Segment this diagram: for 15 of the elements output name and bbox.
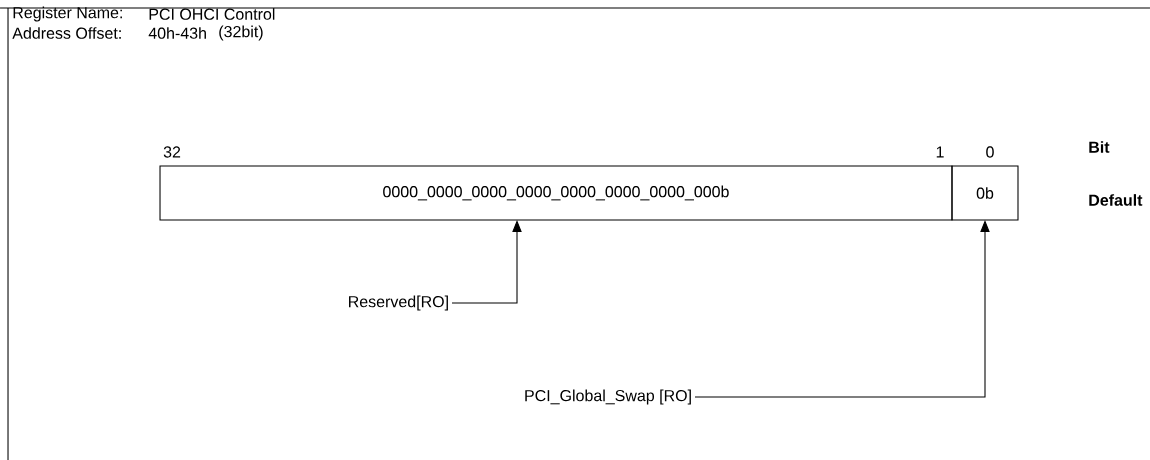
leader-arrow: [694, 220, 990, 398]
field-name: Reserved[RO]: [349, 295, 448, 311]
leader-arrow: [451, 220, 522, 304]
bit-number: 1: [936, 146, 944, 158]
heading-label: Address Offset:: [12, 27, 121, 39]
register-field: 0000_0000_0000_0000_0000_0000_0000_000b: [159, 165, 953, 221]
row-label: Default: [1089, 194, 1143, 206]
row-label: Bit: [1089, 141, 1110, 153]
heading-value: PCI OHCI Control: [149, 8, 275, 20]
field-name: PCI_Global_Swap [RO]: [525, 389, 691, 405]
heading-value: 40h-43h: [148, 27, 206, 39]
bit-number: 0: [986, 146, 994, 158]
heading-value: (32bit): [219, 25, 263, 41]
heading-label: Register Name:: [13, 6, 122, 22]
register-field: 0b: [951, 165, 1019, 221]
